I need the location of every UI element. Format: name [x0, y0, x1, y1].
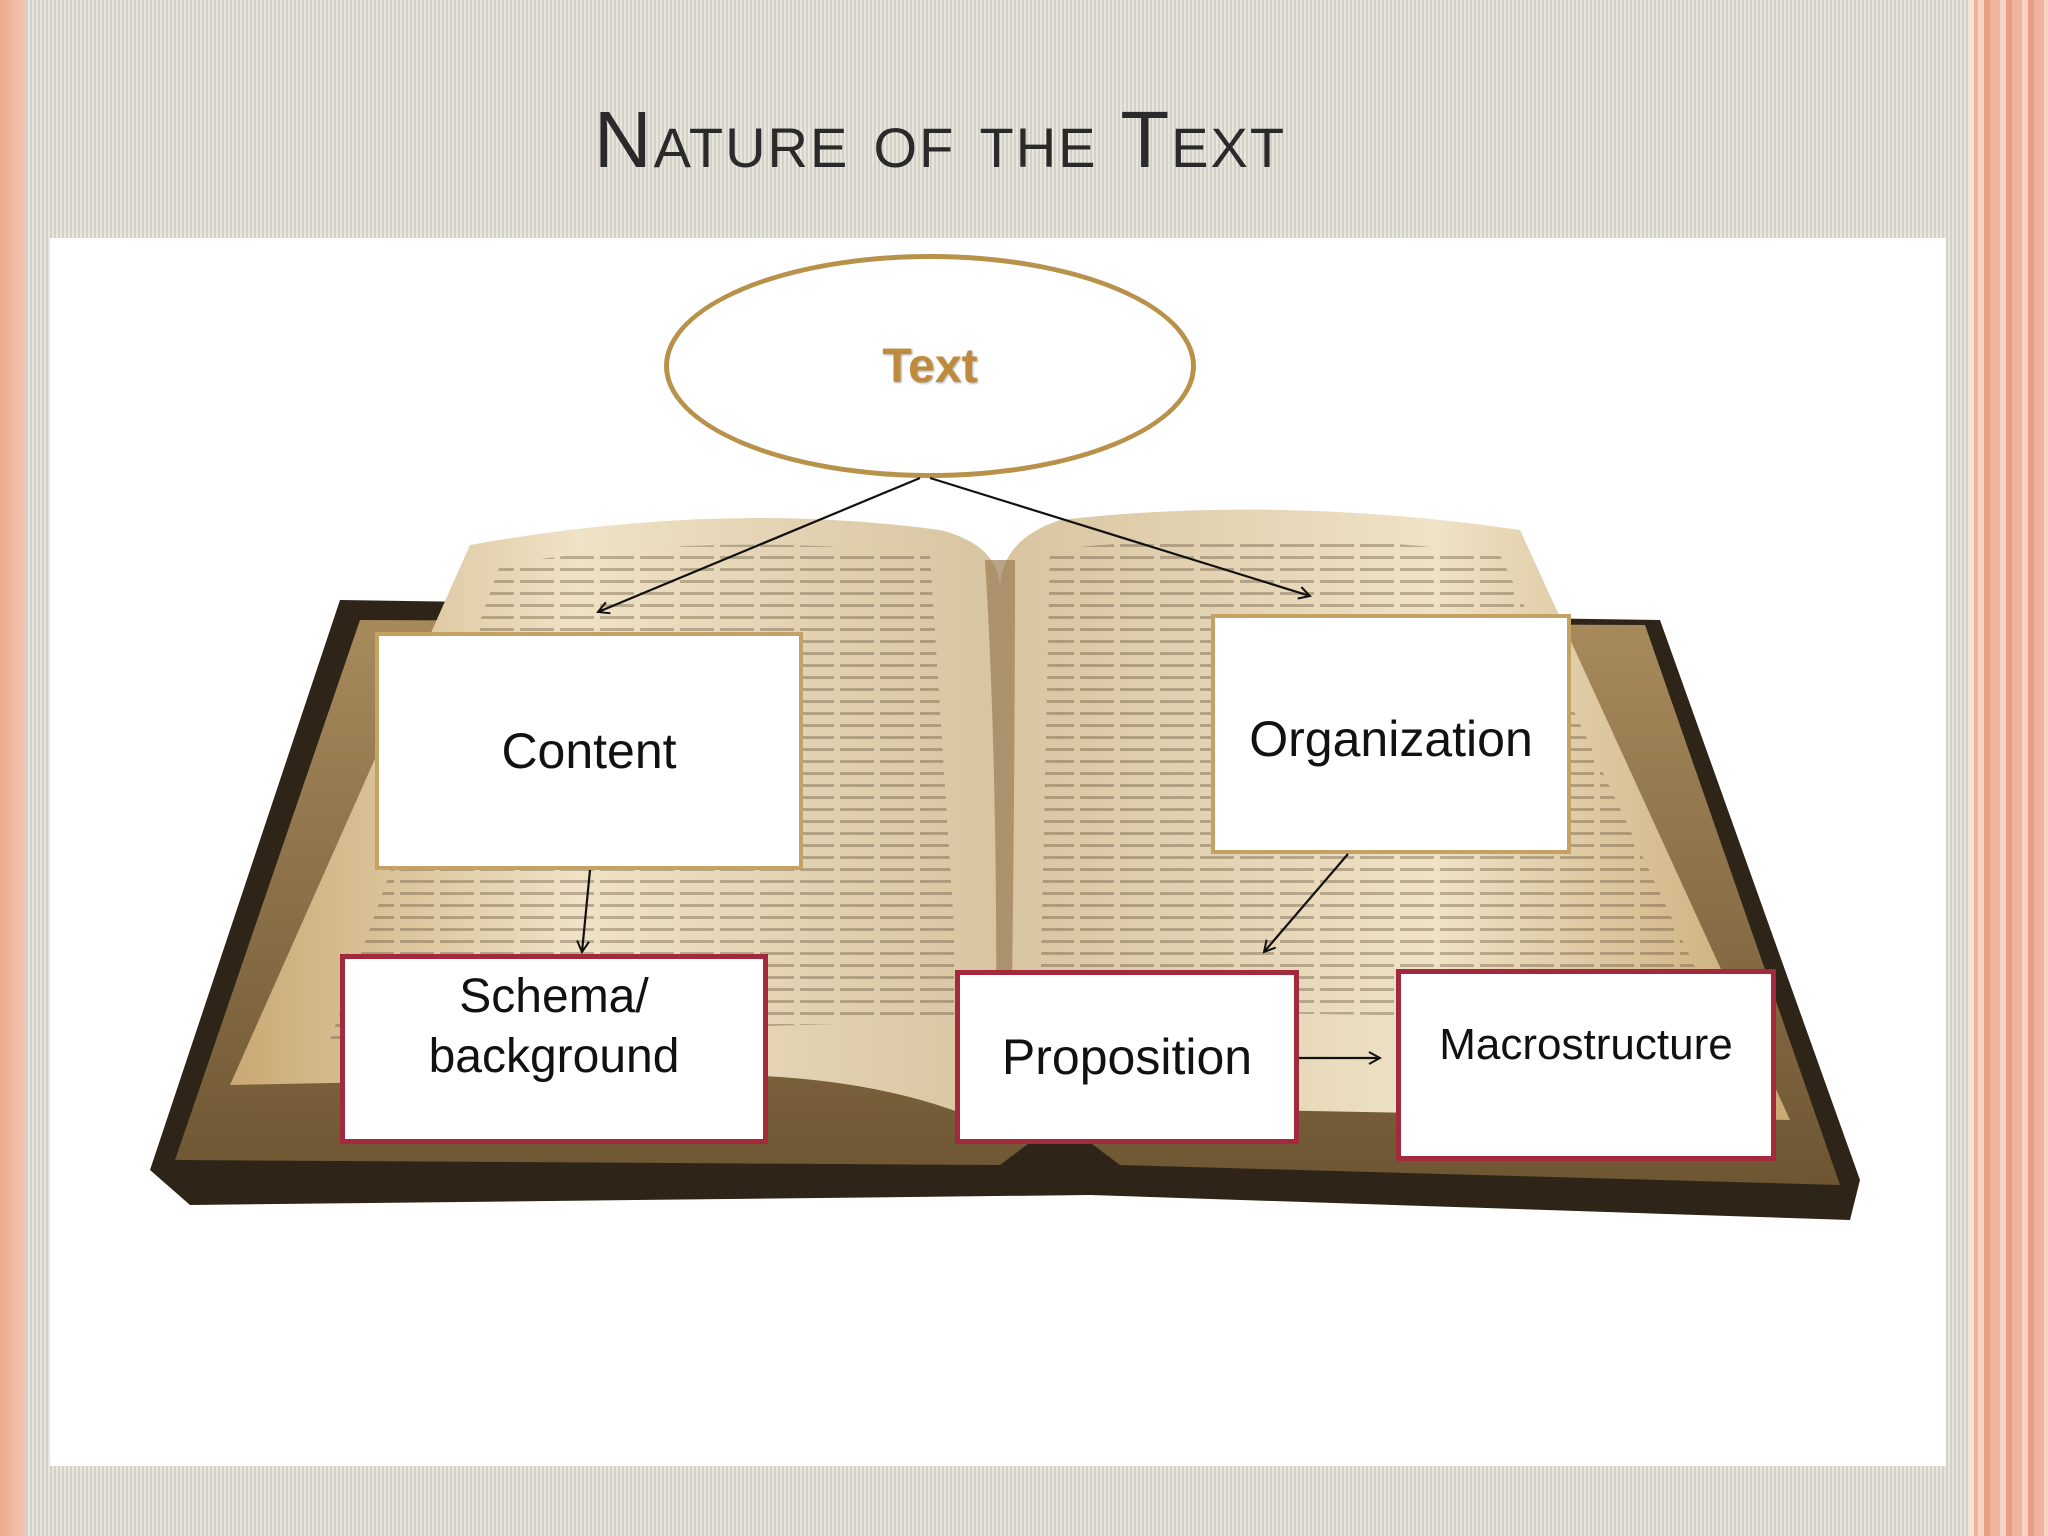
root-node-ellipse: Text	[664, 254, 1196, 478]
proposition-node-label: Proposition	[1001, 1029, 1253, 1085]
content-node-label: Content	[501, 723, 677, 779]
proposition-node: Proposition	[955, 970, 1299, 1144]
macrostructure-node-label: Macrostructure	[1439, 1020, 1733, 1069]
left-accent-stripe	[0, 0, 26, 1536]
organization-node-label: Organization	[1249, 711, 1533, 767]
organization-node: Organization	[1211, 614, 1571, 854]
right-accent-stripe	[1968, 0, 2048, 1536]
slide-title: Nature of the Text	[593, 95, 1287, 184]
schema-node: Schema/ background	[340, 954, 768, 1144]
macrostructure-node: Macrostructure	[1396, 969, 1776, 1161]
root-node-label: Text	[882, 339, 978, 393]
schema-node-label: Schema/ background	[428, 970, 680, 1083]
content-node: Content	[375, 632, 803, 870]
